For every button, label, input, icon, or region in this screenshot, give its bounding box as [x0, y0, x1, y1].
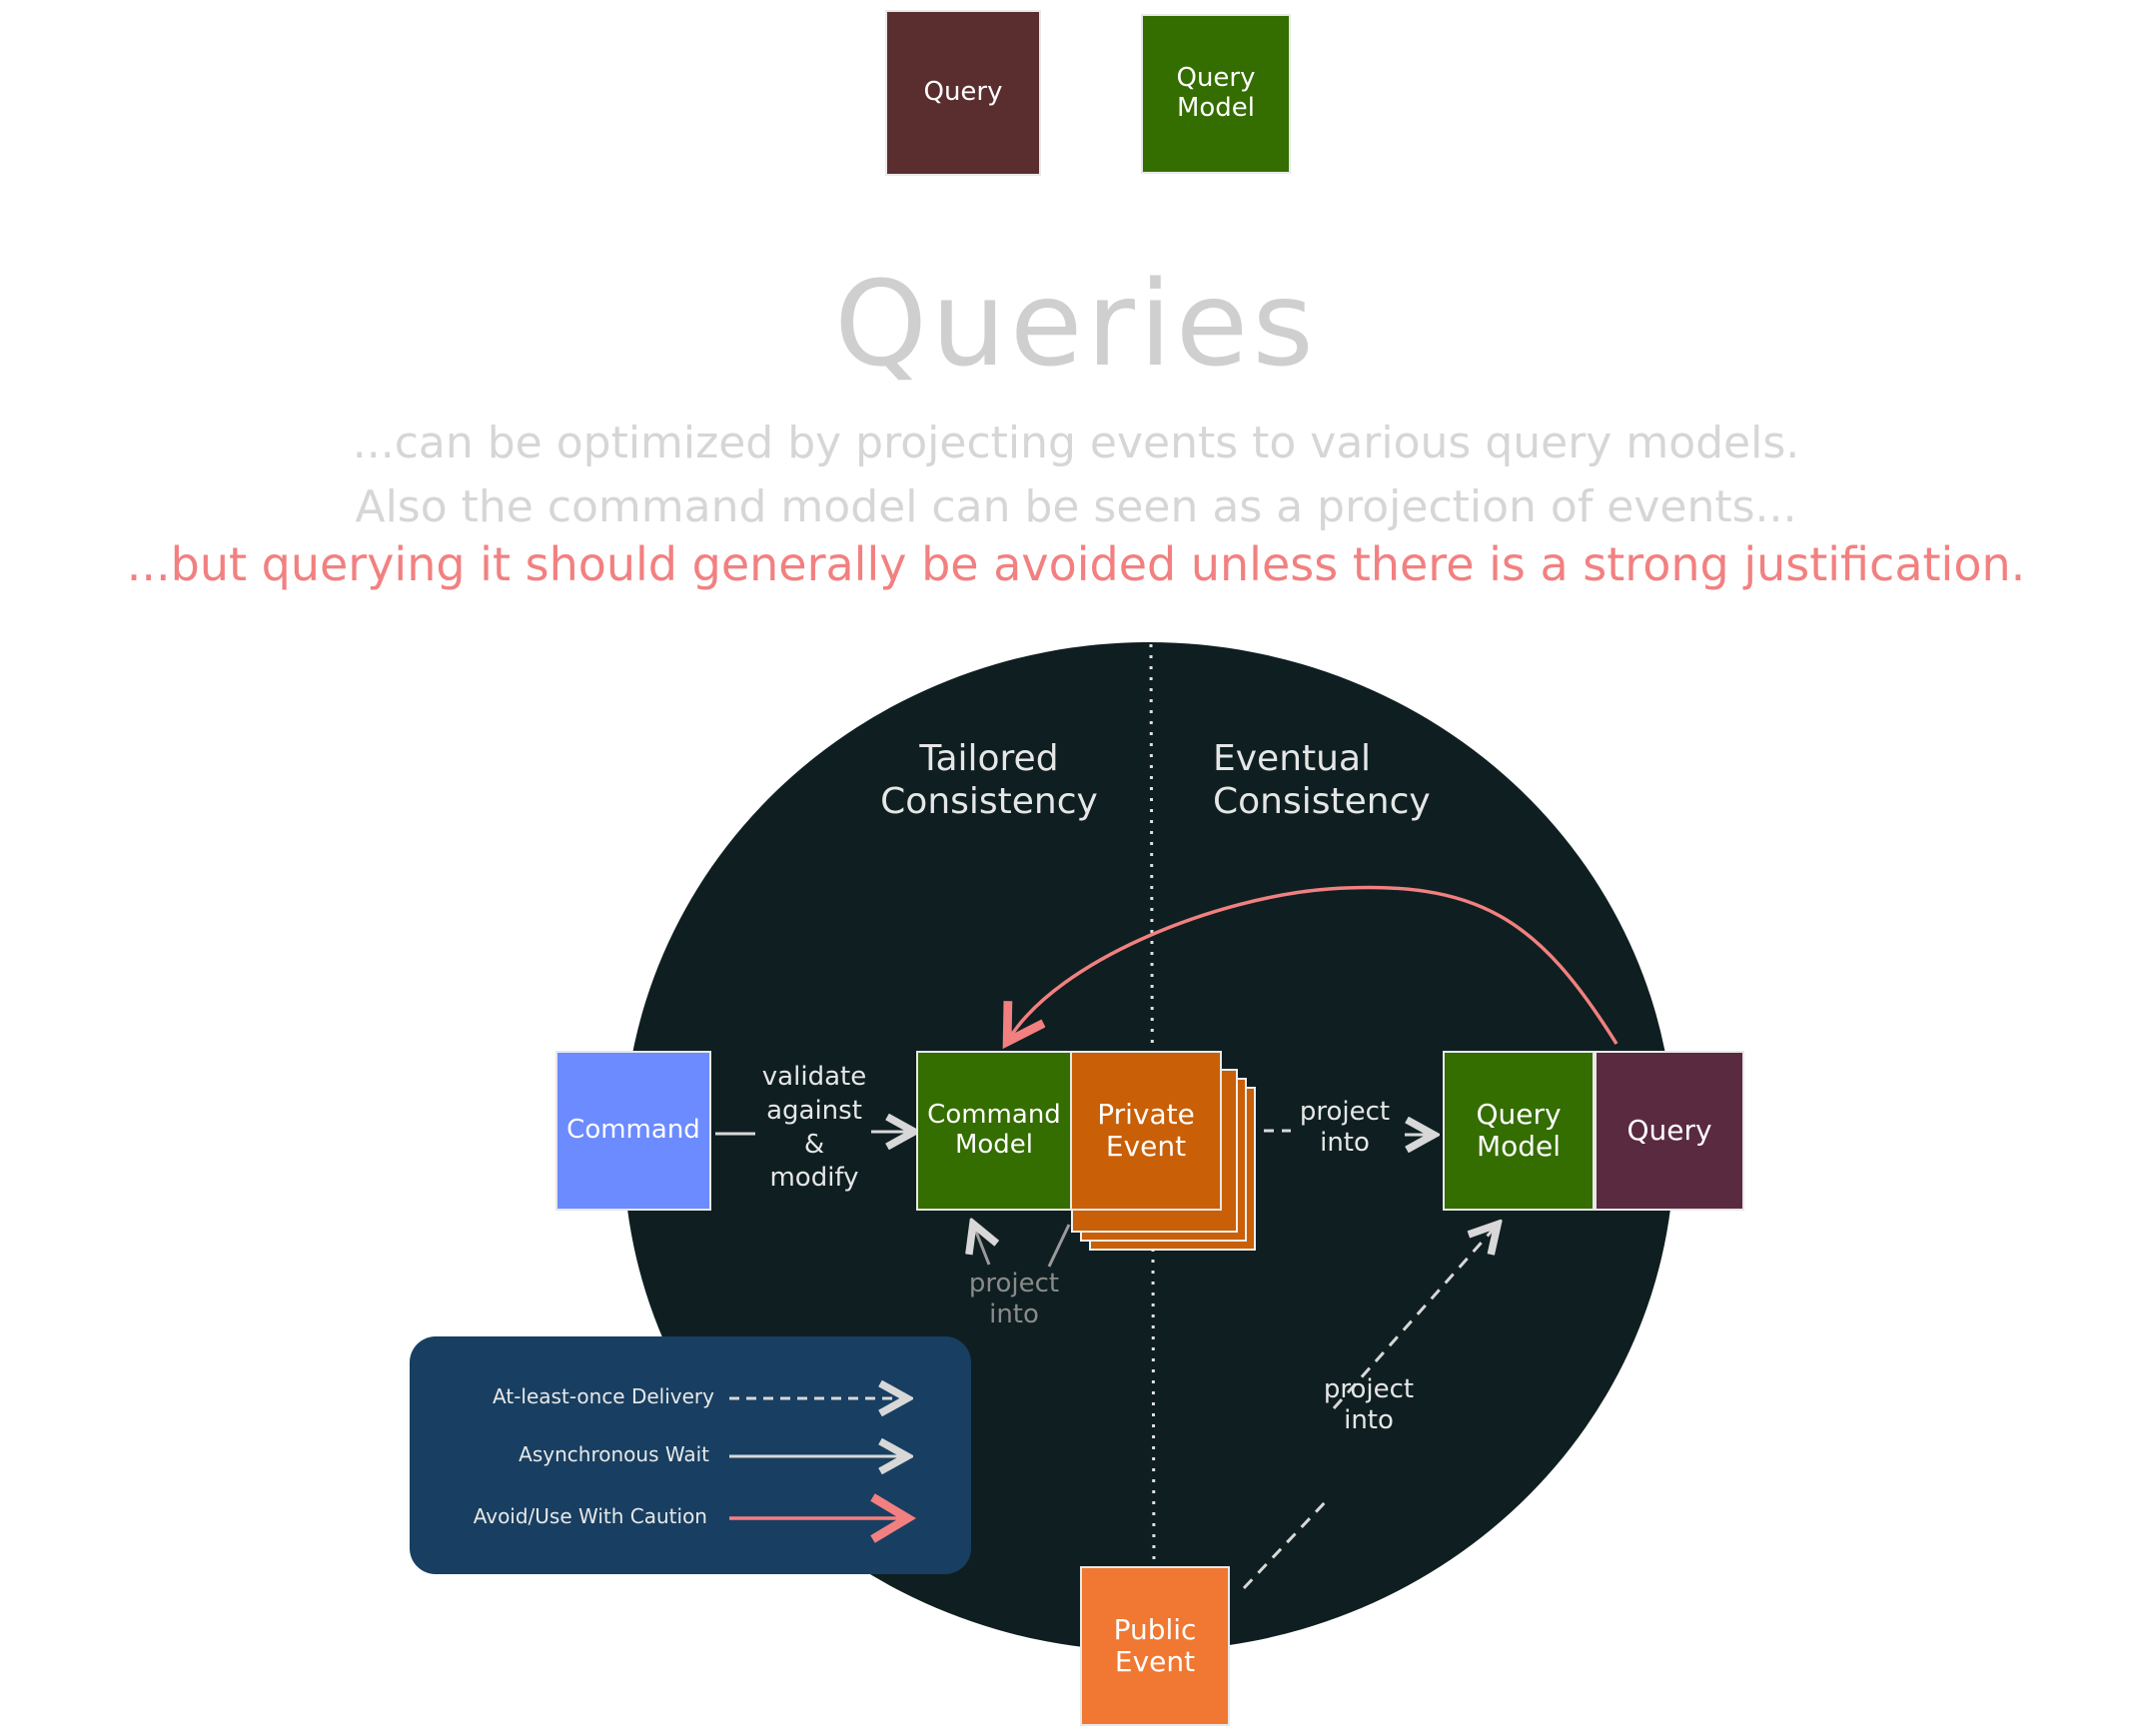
project-into-label-3: project into	[1323, 1374, 1415, 1436]
top-query-model-box: Query Model	[1141, 14, 1291, 174]
warning-line: ...but querying it should generally be a…	[126, 537, 2026, 591]
query-model-label: Query Model	[1476, 1097, 1562, 1163]
query-box: Query	[1595, 1051, 1744, 1211]
tailored-consistency-label: Tailored Consistency	[880, 738, 1098, 823]
command-model-label: Command Model	[927, 1100, 1061, 1160]
project-arrow-2a	[1047, 1224, 1071, 1268]
legend-caution-label: Avoid/Use With Caution	[473, 1504, 707, 1528]
project-into-label-1: project into	[1299, 1097, 1391, 1159]
legend-at-least-once-label: At-least-once Delivery	[493, 1384, 714, 1408]
subtitle-line-1: ...can be optimized by projecting events…	[352, 418, 1800, 468]
caution-query-arrow	[1009, 885, 1618, 1044]
project-into-label-2: project into	[968, 1269, 1060, 1330]
public-event-label: Public Event	[1113, 1612, 1197, 1678]
page-title: Queries	[834, 255, 1318, 393]
command-label: Command	[566, 1115, 700, 1146]
subtitle-line-2: Also the command model can be seen as a …	[355, 481, 1797, 532]
query-label: Query	[1626, 1113, 1712, 1147]
top-query-label: Query	[923, 77, 1003, 108]
project-arrow-2b	[974, 1227, 989, 1266]
top-query-box: Query	[885, 10, 1041, 176]
validate-label: validate against & modify	[761, 1062, 867, 1194]
public-event-box: Public Event	[1080, 1566, 1230, 1726]
query-model-box: Query Model	[1443, 1051, 1595, 1211]
top-query-model-label: Query Model	[1176, 63, 1256, 123]
command-box: Command	[555, 1051, 711, 1211]
eventual-consistency-label: Eventual Consistency	[1213, 738, 1431, 823]
command-model-box: Command Model	[916, 1051, 1072, 1211]
private-event-label: Private Event	[1097, 1097, 1195, 1163]
private-event-box: Private Event	[1070, 1051, 1222, 1211]
legend-async-wait-label: Asynchronous Wait	[519, 1442, 709, 1466]
